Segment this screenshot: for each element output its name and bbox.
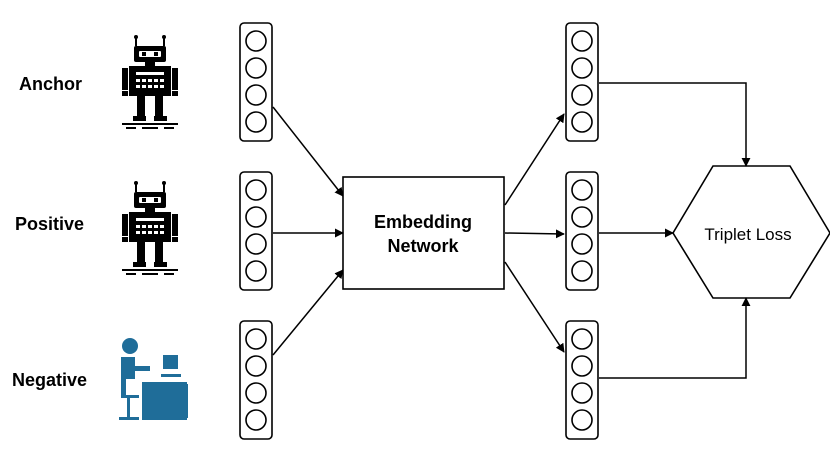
anchor-label: Anchor: [19, 74, 82, 94]
anchor-input-vector: [239, 22, 273, 142]
arrow-network-to-anchor-embedding: [504, 113, 565, 206]
arrow-anchor-to-network: [272, 106, 344, 197]
negative-input-vector: [239, 320, 273, 440]
arrow-network-to-positive-embedding: [504, 229, 565, 239]
anchor-embedding-vector: [565, 22, 599, 142]
negative-person-at-computer-icon: [119, 338, 188, 420]
positive-label: Positive: [15, 214, 85, 234]
embedding-network-line2: Network: [387, 236, 459, 256]
triplet-loss-node: Triplet Loss: [672, 165, 830, 299]
embedding-network-line1: Embedding: [374, 212, 472, 232]
arrow-negative-embedding-to-loss: [599, 297, 751, 379]
positive-input-vector: [239, 171, 273, 291]
positive-embedding-vector: [565, 171, 599, 291]
positive-robot-icon: [121, 180, 179, 276]
triplet-loss-label: Triplet Loss: [704, 225, 791, 244]
embedding-network-box: Embedding Network: [342, 176, 505, 290]
arrow-anchor-embedding-to-loss: [599, 82, 751, 167]
negative-embedding-vector: [565, 320, 599, 440]
arrow-negative-to-network: [272, 269, 344, 356]
arrow-network-to-negative-embedding: [504, 261, 565, 353]
negative-label: Negative: [12, 370, 88, 390]
anchor-robot-icon: [121, 34, 179, 130]
